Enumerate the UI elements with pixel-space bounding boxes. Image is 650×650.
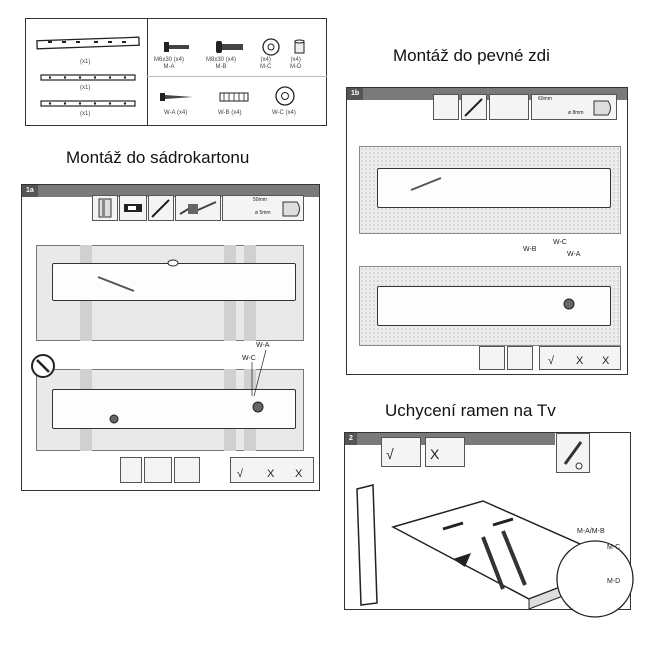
- section-1b-title: Montáž do pevné zdi: [393, 46, 550, 65]
- anchor-wb-label: W-B (x4): [218, 110, 242, 116]
- screw-ma-label: M6x30 (x4)M-A: [154, 57, 185, 70]
- washer-mc-label: (x4)M-C: [260, 57, 272, 70]
- wall-bracket-icon: [36, 36, 140, 50]
- pencil-icon: [97, 276, 135, 292]
- screw-icon: [563, 298, 575, 310]
- step-1b-badge: 1b: [347, 88, 364, 100]
- step-2-badge: 2: [345, 433, 357, 445]
- check-mark: √: [548, 355, 555, 367]
- anchor-wa-label: W-A (x4): [164, 110, 188, 116]
- label-wb: W-B: [523, 246, 537, 253]
- result-check-box: √ X X: [230, 457, 314, 483]
- drill-tool-box: [489, 94, 529, 120]
- drill-tool-box: [175, 195, 221, 221]
- check-mark: √: [386, 446, 394, 462]
- screw-icon: [109, 414, 119, 424]
- wall-plug-icon: [219, 92, 249, 102]
- section-1a-panel: 1a 50mm ø 5mm W-A W-C √ X X: [21, 184, 320, 491]
- label-mc: M-C: [607, 544, 621, 551]
- rail-count-1: (x1): [80, 85, 91, 91]
- screw-mb-label: M8x30 (x4)M-B: [206, 57, 237, 70]
- tv-arm-icon: [40, 100, 136, 107]
- no-hammer-icon: [31, 354, 55, 378]
- screw-icon: [216, 41, 243, 53]
- label-wa: W-A: [567, 251, 581, 258]
- cross-mark: X: [576, 355, 584, 367]
- parts-divider: [147, 19, 148, 125]
- parts-panel: (x1) (x1) (x1) M6x30 (x4)M-A M8x30 (x4)M…: [25, 18, 327, 126]
- label-wc: W-C: [242, 355, 256, 362]
- result-tool-box: [144, 457, 172, 483]
- section-1a-header: [22, 185, 319, 197]
- label-wa: W-A: [256, 342, 270, 349]
- drill-depth-box: 50mm ø 5mm: [222, 195, 304, 221]
- rail-count-2: (x1): [80, 111, 91, 117]
- wall-plate-upper: [52, 263, 296, 301]
- drill-diameter-label: ø 5mm: [255, 210, 271, 216]
- screw-icon: [252, 401, 264, 413]
- spacer-icon: [294, 39, 305, 54]
- level-icon: [167, 259, 179, 267]
- pencil-tool-box: [461, 94, 487, 120]
- drill-depth-label: 50mm: [253, 197, 267, 203]
- label-wc: W-C: [553, 239, 567, 246]
- pencil-icon: [410, 177, 442, 191]
- cross-mark: X: [295, 468, 303, 480]
- result-tool-box: [120, 457, 142, 483]
- wood-screw-icon: [160, 93, 193, 101]
- cross-mark: X: [267, 468, 275, 480]
- washer-icon: [262, 38, 280, 56]
- section-2-title: Uchycení ramen na Tv: [385, 401, 556, 420]
- drill-depth-box: 60mm ø 8mm: [531, 94, 617, 120]
- leader-line: [251, 349, 267, 397]
- step-1a-badge: 1a: [22, 185, 38, 197]
- bracket-count: (x1): [80, 59, 91, 65]
- spacer-md-label: (x4)M-D: [290, 57, 302, 70]
- tv-arm-icon: [40, 74, 136, 81]
- level-tool-box: [119, 195, 147, 221]
- check-tools-box: √: [381, 437, 421, 467]
- result-tool-box: [174, 457, 200, 483]
- result-check-box: √ X X: [539, 346, 621, 370]
- cross-tools-box: X: [425, 437, 465, 467]
- cross-mark: X: [602, 355, 610, 367]
- pencil-tool-box: [148, 195, 174, 221]
- section-1b-panel: 1b 60mm ø 8mm W-B W-C W-A √ X X: [346, 87, 628, 375]
- result-tool-box: [479, 346, 505, 370]
- result-tool-box: [507, 346, 533, 370]
- section-2-panel: 2 √ X M-A/M-B M-C M-D: [344, 432, 634, 618]
- label-ma-mb: M-A/M-B: [577, 528, 605, 535]
- anchor-wc-label: W-C (x4): [272, 110, 296, 116]
- screw-icon: [164, 42, 189, 52]
- parts-divider-h: [147, 76, 327, 77]
- washer-icon: [275, 86, 295, 106]
- screwdriver-box: [556, 433, 590, 473]
- drill-depth-label: 60mm: [538, 96, 552, 102]
- section-1a-title: Montáž do sádrokartonu: [66, 148, 250, 167]
- check-mark: √: [237, 468, 244, 480]
- stud-finder-box: [92, 195, 118, 221]
- label-md: M-D: [607, 578, 621, 585]
- tv-back-illustration: [356, 484, 634, 618]
- cross-mark: X: [430, 446, 440, 462]
- drill-diameter-label: ø 8mm: [568, 110, 584, 116]
- wall-tool-box: [433, 94, 459, 120]
